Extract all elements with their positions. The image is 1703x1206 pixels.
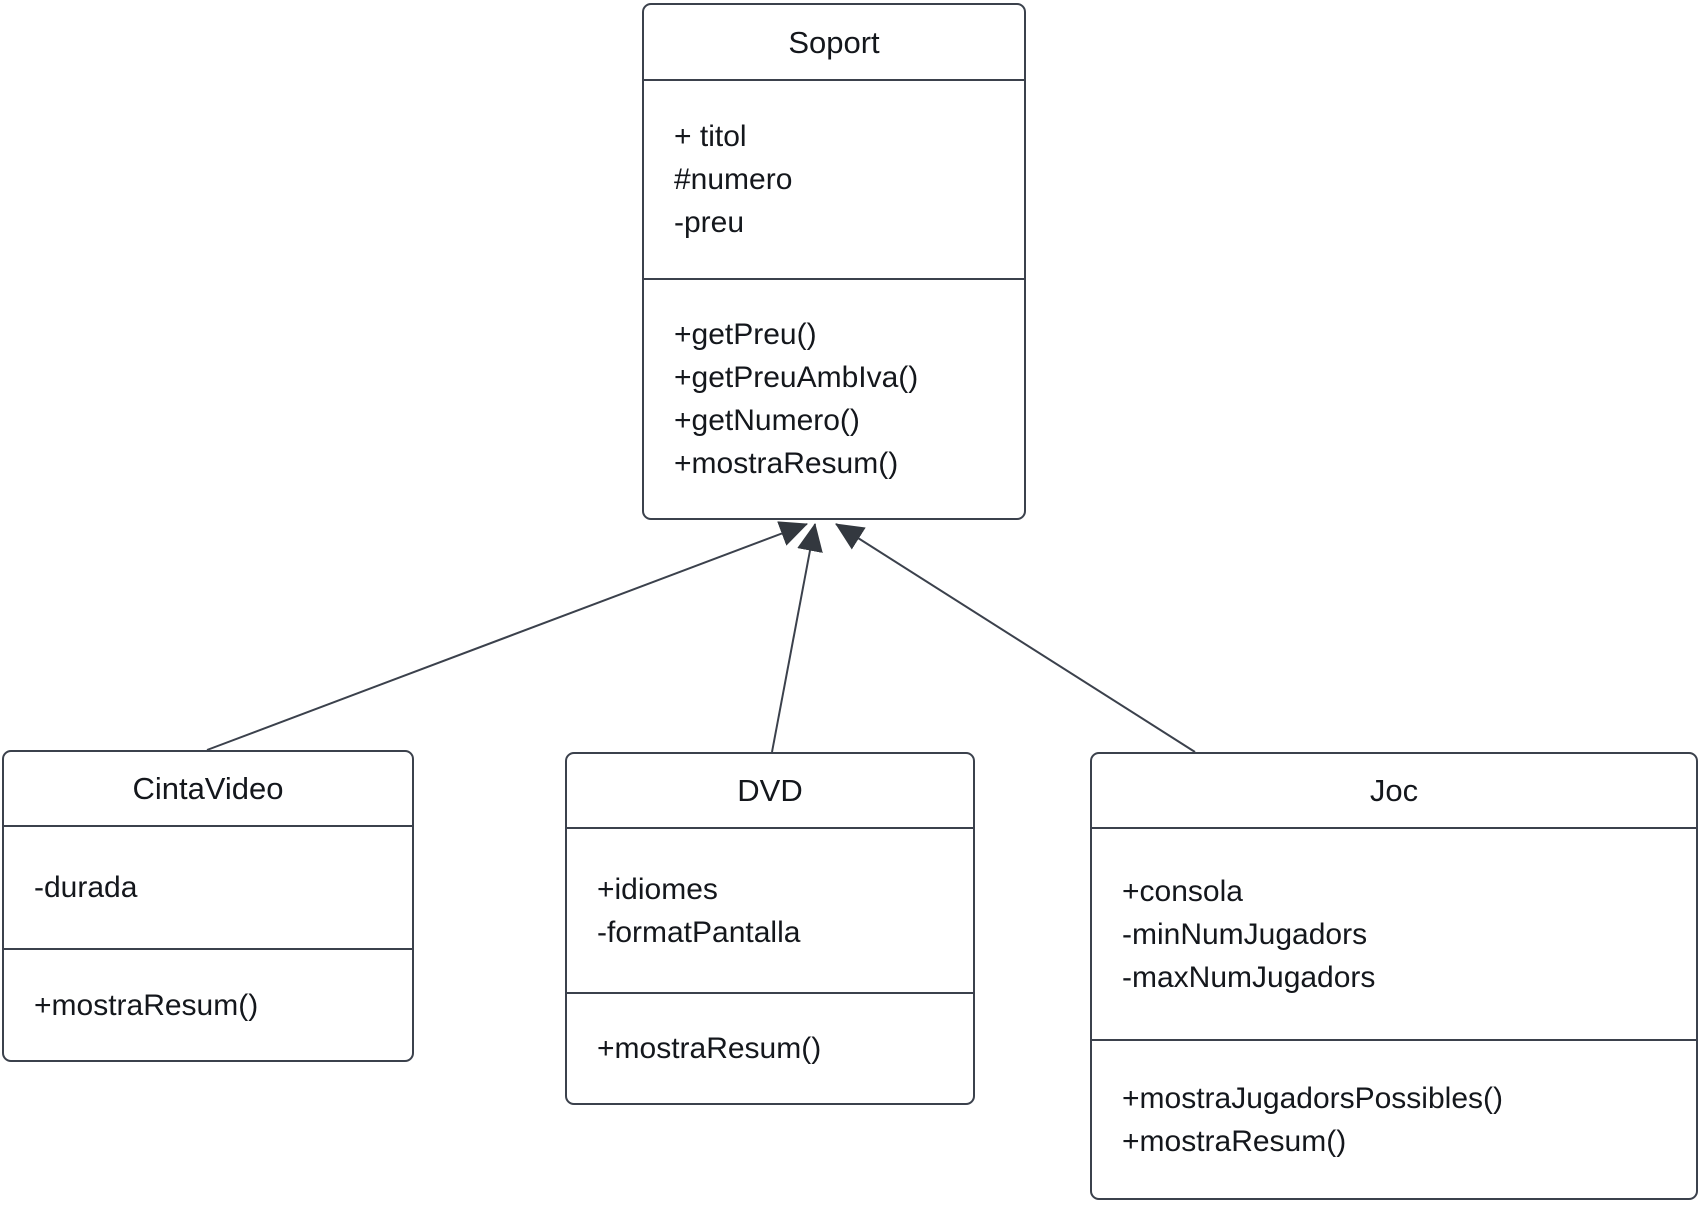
class-joc-methods: +mostraJugadorsPossibles() +mostraResum(… <box>1092 1039 1696 1198</box>
class-cintavideo-attributes: -durada <box>4 825 412 948</box>
class-dvd-title: DVD <box>737 773 803 808</box>
method: +mostraResum() <box>34 988 259 1022</box>
attribute: -preu <box>674 206 745 239</box>
method: +mostraResum() <box>674 447 899 480</box>
method: +getNumero() <box>674 404 860 437</box>
class-dvd[interactable]: DVD +idiomes -formatPantalla +mostraResu… <box>565 752 975 1105</box>
class-joc-title: Joc <box>1369 773 1419 808</box>
class-cintavideo-methods: +mostraResum() <box>4 948 412 1060</box>
attribute: -durada <box>34 871 138 904</box>
method: +getPreu() <box>674 318 817 351</box>
class-soport-title: Soport <box>788 24 880 60</box>
attribute: -formatPantalla <box>597 915 801 949</box>
class-joc[interactable]: Joc +consola -minNumJugadors -maxNumJuga… <box>1090 752 1698 1200</box>
class-soport[interactable]: Soport + titol #numero -preu +getPreu() … <box>642 3 1026 520</box>
method: +getPreuAmbIva() <box>674 361 919 394</box>
class-soport-attributes: + titol #numero -preu <box>644 79 1024 278</box>
attribute: +consola <box>1122 874 1243 908</box>
class-cintavideo[interactable]: CintaVideo -durada +mostraResum() <box>2 750 414 1062</box>
method: +mostraJugadorsPossibles() <box>1122 1081 1503 1115</box>
method: +mostraResum() <box>597 1032 822 1065</box>
class-soport-methods: +getPreu() +getPreuAmbIva() +getNumero()… <box>644 278 1024 518</box>
edge-cintavideo-to-soport <box>206 521 808 751</box>
attribute: #numero <box>674 163 793 196</box>
attribute: -maxNumJugadors <box>1122 960 1376 994</box>
class-dvd-attributes: +idiomes -formatPantalla <box>567 827 973 992</box>
edge-joc-to-soport <box>835 523 1196 753</box>
class-joc-attributes: +consola -minNumJugadors -maxNumJugadors <box>1092 827 1696 1039</box>
attribute: + titol <box>674 120 747 153</box>
method: +mostraResum() <box>1122 1124 1347 1158</box>
class-cintavideo-title: CintaVideo <box>132 771 284 806</box>
attribute: -minNumJugadors <box>1122 917 1368 951</box>
attribute: +idiomes <box>597 872 718 906</box>
edge-dvd-to-soport <box>771 523 823 753</box>
class-dvd-methods: +mostraResum() <box>567 992 973 1103</box>
